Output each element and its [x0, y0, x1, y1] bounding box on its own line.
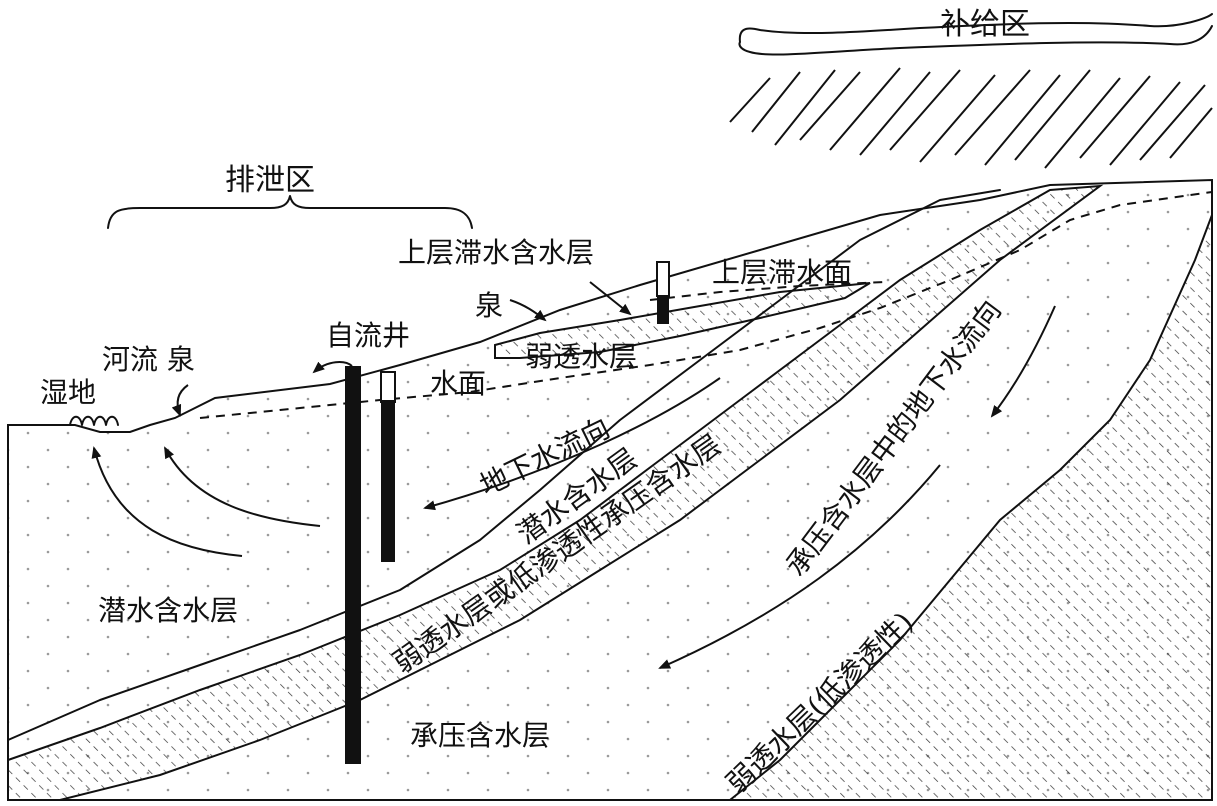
- flow-arrow-unconfined: [423, 377, 721, 511]
- small-aquitard-label: 弱透水层: [525, 340, 637, 373]
- perched-aquifer-label: 上层滞水含水层: [398, 236, 594, 269]
- wetland-label: 湿地: [40, 376, 96, 409]
- discharge-zone-bracket: [107, 195, 473, 229]
- recharge-zone-bracket: [738, 13, 1213, 56]
- perched-well-casing: [656, 261, 670, 297]
- flow-arrow-confined-upper: [990, 305, 1056, 418]
- flow-arrow-wetland: [91, 446, 243, 557]
- flow-arrow-confined-lower: [658, 464, 941, 669]
- river-spring-pointer: [171, 384, 189, 417]
- discharge-zone-label: 排泄区: [225, 163, 315, 198]
- spring-upper-pointer: [509, 299, 547, 322]
- observation-well-casing: [380, 371, 396, 403]
- spring-upper-label: 泉: [475, 289, 503, 322]
- perched-water-table-label: 上层滞水面: [712, 256, 852, 289]
- confined-aquifer-label: 承压含水层: [410, 719, 550, 752]
- perched-aquifer-pointer: [589, 281, 632, 316]
- bottom-aquitard-layer: [727, 214, 1213, 801]
- aquitard-band-layer: [7, 184, 1104, 801]
- wetland-bumps: [69, 415, 119, 426]
- river-spring-label: 河流 泉: [102, 343, 195, 376]
- recharge-zone-label: 补给区: [940, 7, 1030, 42]
- artesian-well-flow-arrow: [312, 361, 353, 374]
- perched-water-table-line: [649, 281, 886, 301]
- artesian-well: [345, 366, 361, 764]
- confined-boundary-line: [7, 189, 1001, 741]
- observation-well: [381, 400, 395, 562]
- unconfined-aquifer-label-lower: 潜水含水层: [98, 594, 238, 627]
- rain-lines: [729, 67, 1213, 169]
- water-table-label: 水面: [430, 367, 486, 400]
- perched-well: [657, 296, 669, 324]
- flow-arrow-river: [164, 446, 321, 527]
- artesian-well-label: 自流井: [326, 319, 410, 352]
